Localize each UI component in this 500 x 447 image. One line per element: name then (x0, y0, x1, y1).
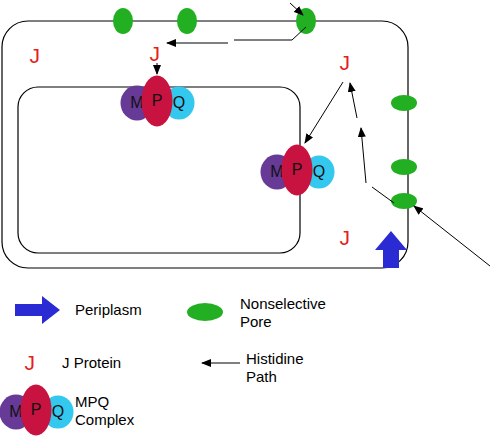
periplasm-arrow (375, 231, 407, 268)
subunit-letter: P (281, 144, 313, 196)
subunit-ellipse (43, 396, 74, 429)
protein-label: J (340, 52, 351, 73)
nonselective-pore (177, 8, 197, 34)
subunit-letter: P (20, 384, 52, 436)
complex-subunit: P (141, 75, 173, 127)
complex-subunit: P (20, 384, 52, 436)
subunit-letter: P (141, 75, 173, 127)
nonselective-pore (391, 95, 417, 111)
path-arrow (305, 82, 343, 143)
pore-group (113, 8, 417, 209)
subunit-ellipse (304, 156, 335, 189)
legend-text: Periplasm (75, 301, 195, 319)
legend-text: J Protein (62, 354, 182, 372)
legend-path-sample (202, 363, 240, 364)
protein-label: J (340, 227, 351, 248)
protein-label: J (150, 43, 161, 64)
legend-text: Histidine Path (246, 350, 326, 386)
nonselective-pore (113, 8, 133, 34)
path-arrow (361, 128, 366, 183)
path-arrow (290, 3, 303, 15)
subunit-ellipse (282, 145, 313, 196)
legend-text: Nonselective Pore (240, 295, 340, 331)
histidine-path (157, 3, 490, 363)
subunit-ellipse (142, 76, 173, 127)
path-line (234, 27, 306, 40)
legend-text: MPQ Complex (75, 393, 155, 429)
path-line (372, 187, 394, 203)
path-arrow (414, 206, 490, 266)
swatch-shape (15, 296, 60, 324)
subunit-ellipse (21, 385, 52, 436)
nonselective-pore (391, 193, 417, 209)
legend-swatch (12, 294, 62, 326)
path-arrow (157, 63, 158, 74)
legend-swatch (186, 302, 224, 322)
path-arrow (167, 43, 228, 44)
protein-label: J (25, 352, 36, 373)
outer-membrane (2, 21, 408, 268)
complex-subunit: P (281, 144, 313, 196)
protein-label: J (30, 45, 41, 66)
swatch-shape (187, 303, 223, 321)
subunit-ellipse (164, 87, 195, 120)
nonselective-pore (391, 159, 417, 175)
path-arrow (350, 83, 357, 118)
